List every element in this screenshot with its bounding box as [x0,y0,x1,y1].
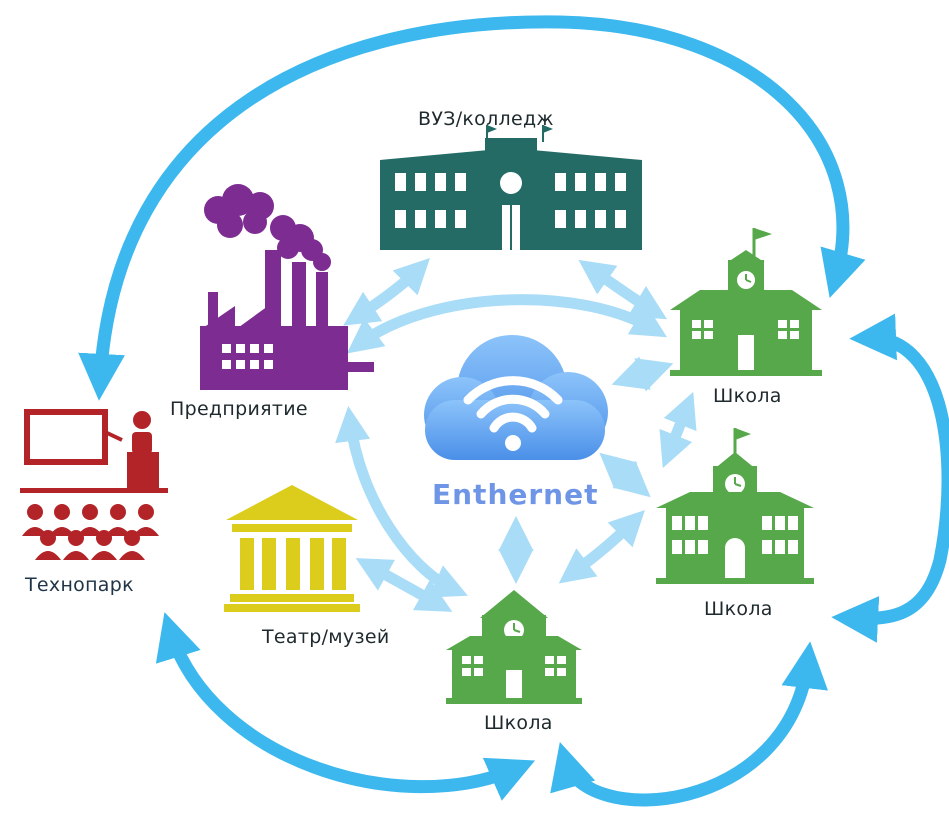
school-icon [656,428,814,584]
center-label: Enthernet [432,478,599,511]
school-right-bottom-label: Школа [704,598,773,620]
university-building-icon [380,125,642,250]
theater-label: Театр/музей [262,626,390,648]
cloud-wifi-icon [424,335,608,460]
school-icon [670,228,822,376]
university-label: ВУЗ/колледж [418,108,554,130]
technopark-label: Технопарк [25,574,134,596]
arrow-enterprise-school-top [346,294,668,354]
arrow-theater-school-bottom [355,558,453,612]
enterprise-label: Предприятие [170,398,308,420]
outer-arrows [78,15,949,807]
school-bottom-label: Школа [484,712,553,734]
school-top-right-label: Школа [713,385,782,407]
arrow-school-right-school-bottom [558,510,645,584]
outer-arrow-right [831,313,949,643]
museum-columns-icon [224,485,360,612]
outer-arrow-bottom-left [155,612,536,801]
inner-arrows [335,258,697,612]
factory-icon [200,184,374,390]
arrow-school-top-school-right [659,391,697,469]
presentation-audience-icon [20,409,168,560]
outer-arrow-top [78,15,866,401]
school-icon [446,590,582,704]
arrow-university-enterprise [343,258,430,326]
outer-arrow-bottom-right [550,641,828,807]
arrow-cloud-school-top [611,356,674,392]
arrow-cloud-school-right [599,452,651,498]
